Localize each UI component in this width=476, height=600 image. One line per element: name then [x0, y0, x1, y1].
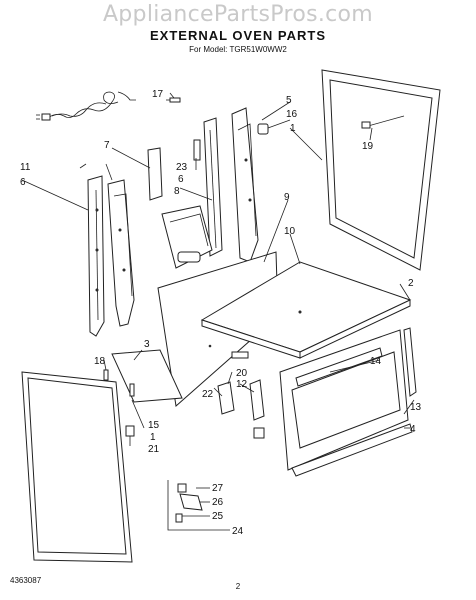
small-parts-drawing: [103, 369, 135, 446]
top-panel-drawing: [200, 261, 412, 359]
callout-13: 13: [410, 402, 422, 413]
callout-18: 18: [94, 356, 106, 367]
callout-6-left: 6: [20, 177, 26, 188]
callout-27: 27: [212, 483, 224, 494]
left-side-panel-drawing: [87, 175, 105, 337]
screw-17-drawing: [166, 97, 181, 103]
callout-3: 3: [144, 339, 150, 350]
callout-25: 25: [212, 511, 224, 522]
callout-10: 10: [284, 226, 296, 237]
callout-labels: 17 5 16 1 19 7 23 6 8 11 6 9 10 2 14 3 1…: [20, 89, 422, 537]
right-frame-drawing: [231, 107, 259, 263]
bottom-trim-drawing: [291, 423, 413, 477]
leader-lines: [21, 92, 415, 517]
callout-23: 23: [176, 162, 188, 173]
callout-24: 24: [232, 526, 244, 537]
watermark: AppliancePartsPros.com: [102, 2, 374, 27]
trim-13-drawing: [403, 327, 417, 397]
callout-14: 14: [370, 356, 382, 367]
callout-22: 22: [202, 389, 214, 400]
callout-20: 20: [236, 368, 248, 379]
callout-17: 17: [152, 89, 164, 100]
callout-1-top: 1: [290, 123, 296, 134]
leveler-parts-drawing: [217, 379, 265, 439]
doc-number: 4363087: [10, 576, 42, 585]
callout-8: 8: [174, 186, 180, 197]
door-panel-drawing: [21, 371, 133, 563]
callout-15: 15: [148, 420, 160, 431]
screw-19-drawing: [361, 115, 405, 129]
power-cord-drawing: [36, 91, 136, 121]
callout-12: 12: [236, 379, 248, 390]
side-bracket-drawing: [147, 147, 163, 201]
front-frame-drawing: [279, 329, 409, 471]
callout-16: 16: [286, 109, 298, 120]
callout-26: 26: [212, 497, 224, 508]
callout-7: 7: [104, 140, 110, 151]
callout-4: 4: [410, 424, 416, 435]
left-frame-channel-drawing: [107, 179, 135, 327]
center-panel-drawing: [203, 117, 223, 257]
diagram-subtitle: For Model: TGR51W0WW2: [189, 45, 287, 54]
callout-5: 5: [286, 95, 292, 106]
callout-6-upper: 6: [178, 174, 184, 185]
callout-1-bottom: 1: [150, 432, 156, 443]
diagram-title: EXTERNAL OVEN PARTS: [150, 28, 326, 43]
callout-2: 2: [408, 278, 414, 289]
burner-box-drawing: [161, 205, 213, 269]
bracket-23-drawing: [193, 139, 201, 161]
callout-9: 9: [284, 192, 290, 203]
clip-16-drawing: [257, 123, 269, 135]
callout-21: 21: [148, 444, 160, 455]
rear-panel-frame-drawing: [321, 69, 441, 271]
callout-19: 19: [362, 141, 374, 152]
valve-parts-drawing: [167, 480, 230, 531]
page-number: 2: [235, 582, 241, 591]
callout-11: 11: [20, 162, 31, 173]
